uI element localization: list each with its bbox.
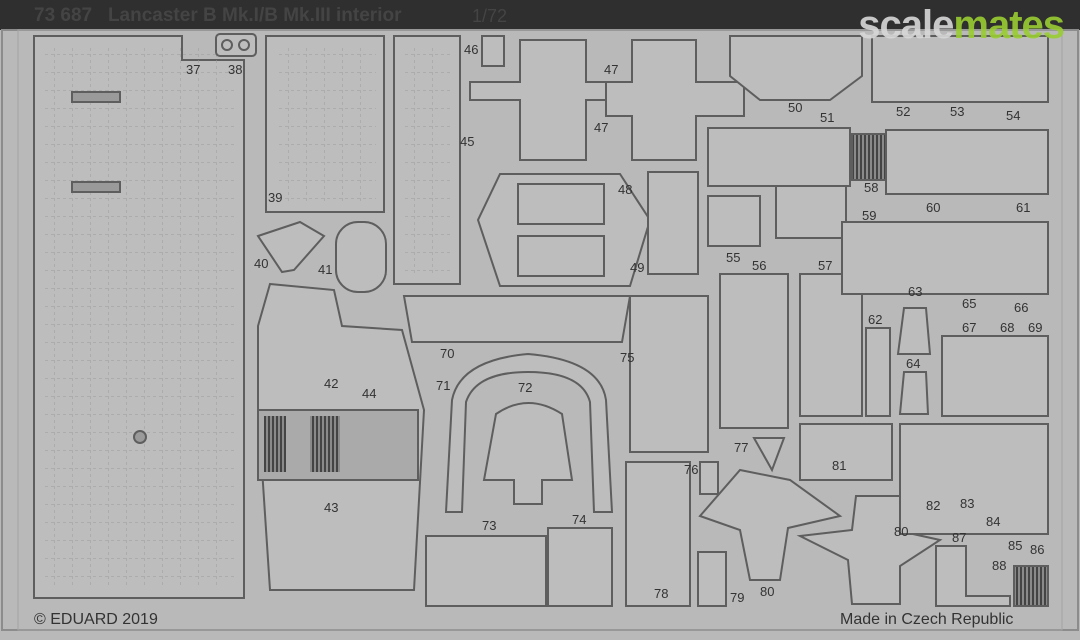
- part-number-label: 71: [436, 378, 451, 393]
- part-number-label: 72: [518, 380, 533, 395]
- scale-label: 1/72: [472, 6, 508, 26]
- part-70: [402, 295, 632, 343]
- part-number-label: 87: [952, 530, 967, 545]
- part-number-label: 79: [730, 590, 745, 605]
- part-number-label: 61: [1016, 200, 1031, 215]
- part-number-label: 88: [992, 558, 1007, 573]
- part-number-label: 84: [986, 514, 1001, 529]
- part-number-label: 47: [594, 120, 609, 135]
- part-number-label: 43: [324, 500, 339, 515]
- part-number-label: 41: [318, 262, 333, 277]
- header-band: 73 687 Lancaster B Mk.I/B Mk.III interio…: [0, 0, 1080, 30]
- part-number-label: 47: [604, 62, 619, 77]
- part-number-label: 66: [1014, 300, 1029, 315]
- part-number-label: 56: [752, 258, 767, 273]
- part-number-label: 73: [482, 518, 497, 533]
- part-number-label: 54: [1006, 108, 1021, 123]
- part-number-label: 70: [440, 346, 455, 361]
- part-number-label: 55: [726, 250, 741, 265]
- part-number-label: 78: [654, 586, 669, 601]
- part-number-label: 75: [620, 350, 635, 365]
- part-number-label: 80: [894, 524, 909, 539]
- part-73: [425, 535, 547, 607]
- part-number-label: 44: [362, 386, 377, 401]
- made-in-text: Made in Czech Republic: [840, 611, 1014, 628]
- scalemates-watermark: scalemates: [858, 2, 1065, 48]
- fret-title: 73 687 Lancaster B Mk.I/B Mk.III interio…: [34, 5, 402, 26]
- part-number-label: 62: [868, 312, 883, 327]
- part-number-label: 49: [630, 260, 645, 275]
- watermark-part-2: mates: [953, 3, 1065, 47]
- copyright-text: © EDUARD 2019: [34, 611, 158, 628]
- part-number-label: 80: [760, 584, 775, 599]
- part-number-label: 60: [926, 200, 941, 215]
- part-number-label: 50: [788, 100, 803, 115]
- part-number-label: 65: [962, 296, 977, 311]
- part-number-label: 53: [950, 104, 965, 119]
- part-number-label: 59: [862, 208, 877, 223]
- part-number-label: 37: [186, 62, 201, 77]
- part-number-label: 85: [1008, 538, 1023, 553]
- part-number-label: 68: [1000, 320, 1015, 335]
- part-number-label: 42: [324, 376, 339, 391]
- part-number-label: 67: [962, 320, 977, 335]
- part-number-label: 63: [908, 284, 923, 299]
- part-number-label: 48: [618, 182, 633, 197]
- part-number-label: 81: [832, 458, 847, 473]
- part-number-label: 58: [864, 180, 879, 195]
- part-number-label: 46: [464, 42, 479, 57]
- watermark-part-1: scale: [858, 3, 954, 47]
- part-number-label: 38: [228, 62, 243, 77]
- part-number-label: 74: [572, 512, 587, 527]
- part-number-label: 40: [254, 256, 269, 271]
- part-number-label: 82: [926, 498, 941, 513]
- part-number-label: 83: [960, 496, 975, 511]
- part-number-label: 76: [684, 462, 699, 477]
- part-number-label: 69: [1028, 320, 1043, 335]
- part-number-label: 77: [734, 440, 749, 455]
- part-number-label: 64: [906, 356, 921, 371]
- part-number-label: 39: [268, 190, 283, 205]
- part-number-label: 86: [1030, 542, 1045, 557]
- part-number-label: 57: [818, 258, 833, 273]
- part-number-label: 51: [820, 110, 835, 125]
- part-number-label: 52: [896, 104, 911, 119]
- part-number-label: 45: [460, 134, 475, 149]
